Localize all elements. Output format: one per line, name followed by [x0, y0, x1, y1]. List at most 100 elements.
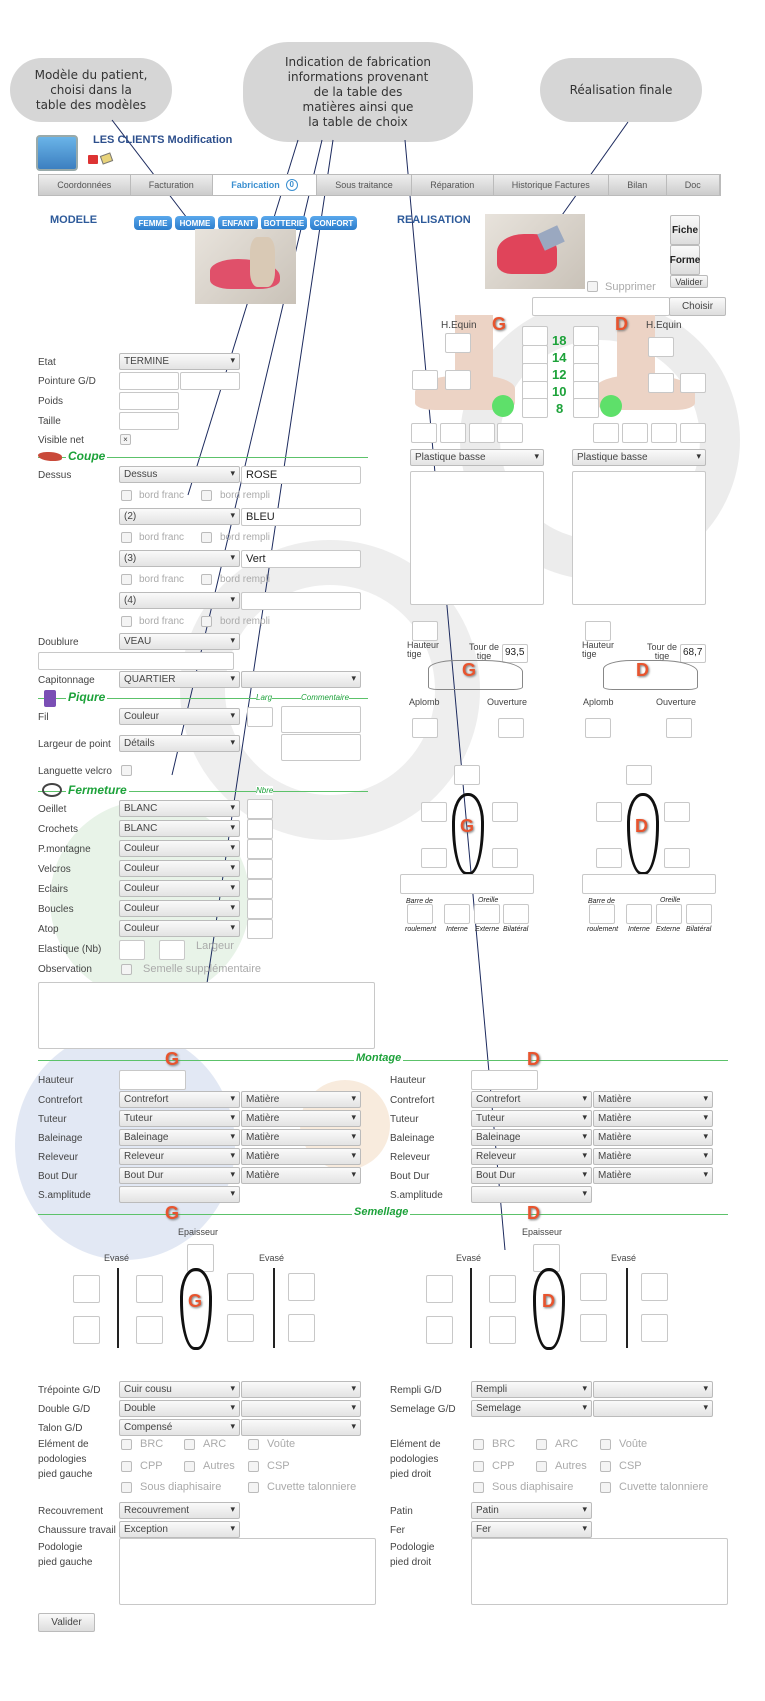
- bord-rempli-checkbox[interactable]: [201, 574, 212, 585]
- measure-input[interactable]: [288, 1314, 315, 1342]
- measure-input[interactable]: [136, 1275, 163, 1303]
- podologie-d-textarea[interactable]: [471, 1538, 728, 1605]
- pmontagne-nbre-input[interactable]: [247, 839, 273, 859]
- measure-input[interactable]: [664, 802, 690, 822]
- measure-input[interactable]: [596, 848, 622, 868]
- larg-input[interactable]: [247, 707, 273, 727]
- pmontagne-select[interactable]: Couleur: [119, 840, 240, 857]
- arc-right-checkbox[interactable]: [536, 1439, 547, 1450]
- measure-input[interactable]: [426, 1316, 453, 1344]
- epaisseur-left-input[interactable]: [187, 1244, 214, 1272]
- tour-de-tige-left-input[interactable]: 93,5: [502, 644, 528, 663]
- brc-right-checkbox[interactable]: [473, 1439, 484, 1450]
- chaussure-travail-select[interactable]: Exception: [119, 1521, 240, 1538]
- measure-input[interactable]: [641, 1314, 668, 1342]
- arc-left-checkbox[interactable]: [184, 1439, 195, 1450]
- measure-input[interactable]: [664, 848, 690, 868]
- tuteur-left-matiere[interactable]: Matière: [241, 1110, 361, 1127]
- releveur-right-select[interactable]: Releveur: [471, 1148, 592, 1165]
- fil-select[interactable]: Couleur: [119, 708, 240, 725]
- measure-input[interactable]: [412, 370, 438, 390]
- coupe-4-select[interactable]: (4): [119, 592, 240, 609]
- tab-sous-traitance[interactable]: Sous traitance: [317, 175, 413, 195]
- baleinage-right-select[interactable]: Baleinage: [471, 1129, 592, 1146]
- contrefort-right-select[interactable]: Contrefort: [471, 1091, 592, 1108]
- csp-right-checkbox[interactable]: [600, 1461, 611, 1472]
- measure-input[interactable]: [573, 398, 599, 418]
- cuvette-left-checkbox[interactable]: [248, 1482, 259, 1493]
- measure-input[interactable]: [489, 1316, 516, 1344]
- measure-input[interactable]: [589, 904, 615, 924]
- pointure-d-input[interactable]: [180, 372, 240, 390]
- measure-input[interactable]: [573, 363, 599, 383]
- tuteur-right-matiere[interactable]: Matière: [593, 1110, 713, 1127]
- tuteur-left-select[interactable]: Tuteur: [119, 1110, 240, 1127]
- autres-left-checkbox[interactable]: [184, 1461, 195, 1472]
- measure-input[interactable]: [522, 398, 548, 418]
- tuteur-right-select[interactable]: Tuteur: [471, 1110, 592, 1127]
- doublure-select[interactable]: VEAU: [119, 633, 240, 650]
- measure-input[interactable]: [622, 423, 648, 443]
- measure-input[interactable]: [444, 904, 470, 924]
- epaisseur-right-input[interactable]: [533, 1244, 560, 1272]
- rempli-d-select[interactable]: [593, 1381, 713, 1398]
- category-confort-button[interactable]: CONFORT: [310, 216, 357, 230]
- semelage-g-select[interactable]: Semelage: [471, 1400, 592, 1417]
- semelage-d-select[interactable]: [593, 1400, 713, 1417]
- atop-nbre-input[interactable]: [247, 919, 273, 939]
- semelle-supp-checkbox[interactable]: [121, 964, 132, 975]
- tab-coordonnees[interactable]: Coordonnées: [39, 175, 131, 195]
- coupe-4-color-input[interactable]: [241, 592, 361, 610]
- commentaire-textarea[interactable]: [281, 706, 361, 733]
- eclairs-select[interactable]: Couleur: [119, 880, 240, 897]
- brc-left-checkbox[interactable]: [121, 1439, 132, 1450]
- double-d-select[interactable]: [241, 1400, 361, 1417]
- measure-input[interactable]: [454, 765, 480, 785]
- plastique-left-textarea[interactable]: [410, 471, 544, 605]
- measure-input[interactable]: [680, 373, 706, 393]
- fiche-print-button[interactable]: Fiche: [670, 215, 700, 245]
- measure-input[interactable]: [492, 848, 518, 868]
- podologie-g-textarea[interactable]: [119, 1538, 376, 1605]
- measure-input[interactable]: [585, 621, 611, 641]
- tab-doc[interactable]: Doc: [667, 175, 720, 195]
- measure-input[interactable]: [489, 1275, 516, 1303]
- observation-textarea[interactable]: [38, 982, 375, 1049]
- measure-input[interactable]: [411, 423, 437, 443]
- voute-left-checkbox[interactable]: [248, 1439, 259, 1450]
- measure-input[interactable]: [573, 345, 599, 365]
- bout-dur-left-matiere[interactable]: Matière: [241, 1167, 361, 1184]
- measure-input[interactable]: [492, 802, 518, 822]
- hauteur-left-input[interactable]: [119, 1070, 186, 1090]
- measure-input[interactable]: [666, 718, 692, 738]
- bout-dur-right-select[interactable]: Bout Dur: [471, 1167, 592, 1184]
- measure-input[interactable]: [503, 904, 529, 924]
- coupe-2-color-input[interactable]: BLEU: [241, 508, 361, 526]
- releveur-left-select[interactable]: Releveur: [119, 1148, 240, 1165]
- measure-input[interactable]: [580, 1273, 607, 1301]
- measure-input[interactable]: [412, 718, 438, 738]
- measure-input[interactable]: [593, 423, 619, 443]
- double-g-select[interactable]: Double: [119, 1400, 240, 1417]
- trepointe-d-select[interactable]: [241, 1381, 361, 1398]
- category-homme-button[interactable]: HOMME: [175, 216, 215, 230]
- coupe-3-color-input[interactable]: Vert: [241, 550, 361, 568]
- measure-input[interactable]: [445, 333, 471, 353]
- category-enfant-button[interactable]: ENFANT: [218, 216, 258, 230]
- coupe-3-select[interactable]: (3): [119, 550, 240, 567]
- file-path-input[interactable]: [532, 297, 670, 316]
- measure-input[interactable]: [585, 718, 611, 738]
- dessus-color-input[interactable]: ROSE: [241, 466, 361, 484]
- talon-d-select[interactable]: [241, 1419, 361, 1436]
- bord-franc-checkbox[interactable]: [121, 532, 132, 543]
- bord-franc-checkbox[interactable]: [121, 490, 132, 501]
- contrefort-right-matiere[interactable]: Matière: [593, 1091, 713, 1108]
- crochets-nbre-input[interactable]: [247, 819, 273, 839]
- patin-select[interactable]: Patin: [471, 1502, 592, 1519]
- category-femme-button[interactable]: FEMME: [134, 216, 172, 230]
- sous-diaphisaire-left-checkbox[interactable]: [121, 1482, 132, 1493]
- crochets-select[interactable]: BLANC: [119, 820, 240, 837]
- valider-button[interactable]: Valider: [38, 1613, 95, 1632]
- samplitude-right-select[interactable]: [471, 1186, 592, 1203]
- bord-rempli-checkbox[interactable]: [201, 616, 212, 627]
